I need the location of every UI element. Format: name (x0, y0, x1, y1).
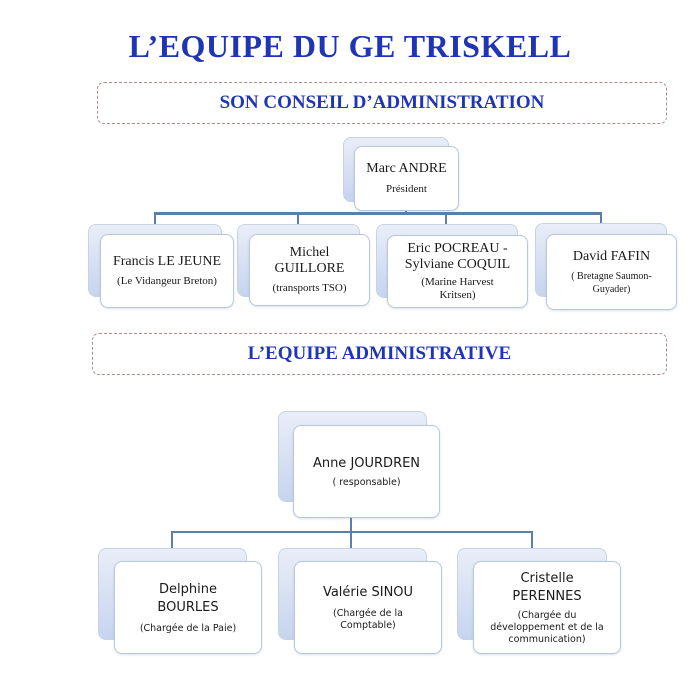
node-name: David FAFIN (572, 248, 651, 264)
board-member-node: David FAFIN ( Bretagne Saumon-Guyader) (546, 234, 677, 310)
board-section-heading: SON CONSEIL D’ADMINISTRATION (97, 82, 667, 124)
connector (171, 531, 173, 549)
connector (171, 531, 533, 533)
admin-member-node: Delphine BOURLES (Chargée de la Paie) (114, 561, 262, 654)
node-role: ( responsable) (332, 476, 401, 488)
node-name: Valérie SINOU (322, 584, 414, 600)
board-member-node: Michel GUILLORE (transports TSO) (249, 234, 370, 306)
node-name: Cristelle PERENNES (512, 570, 582, 604)
connector (445, 212, 447, 225)
node-name: Michel GUILLORE (274, 245, 345, 276)
node-role: (Chargée de la Paie) (139, 622, 237, 634)
admin-member-node: Cristelle PERENNES (Chargée du développe… (473, 561, 621, 654)
node-name: Francis LE JEUNE (112, 254, 222, 269)
connector (297, 212, 299, 225)
node-name: Delphine BOURLES (157, 581, 219, 615)
connector (154, 212, 156, 225)
connector (600, 212, 602, 225)
admin-member-node: Valérie SINOU (Chargée de la Comptable) (294, 561, 442, 654)
node-role: ( Bretagne Saumon-Guyader) (571, 270, 652, 295)
node-name: Anne JOURDREN (312, 455, 421, 471)
node-role: (Chargée du développement et de la commu… (490, 609, 604, 645)
node-role: Président (386, 183, 427, 195)
connector (531, 531, 533, 549)
connector (154, 212, 602, 215)
node-role: (transports TSO) (272, 282, 347, 294)
node-role: (Le Vidangeur Breton) (117, 275, 217, 287)
board-member-node: Eric POCREAU - Sylviane COQUIL (Marine H… (387, 235, 528, 308)
lead-node: Anne JOURDREN ( responsable) (293, 425, 440, 518)
node-name: Eric POCREAU - Sylviane COQUIL (404, 241, 511, 272)
board-heading-text: SON CONSEIL D’ADMINISTRATION (219, 92, 545, 113)
page-title: L’EQUIPE DU GE TRISKELL (128, 28, 572, 64)
admin-heading-text: L’EQUIPE ADMINISTRATIVE (247, 343, 512, 364)
node-role: (Marine Harvest Kritsen) (421, 276, 494, 301)
president-node: Marc ANDRE Président (354, 146, 459, 211)
node-role: (Chargée de la Comptable) (332, 607, 404, 631)
connector (350, 531, 352, 549)
node-name: Marc ANDRE (366, 161, 447, 176)
board-member-node: Francis LE JEUNE (Le Vidangeur Breton) (100, 234, 234, 308)
admin-section-heading: L’EQUIPE ADMINISTRATIVE (92, 333, 667, 375)
connector (350, 518, 352, 532)
